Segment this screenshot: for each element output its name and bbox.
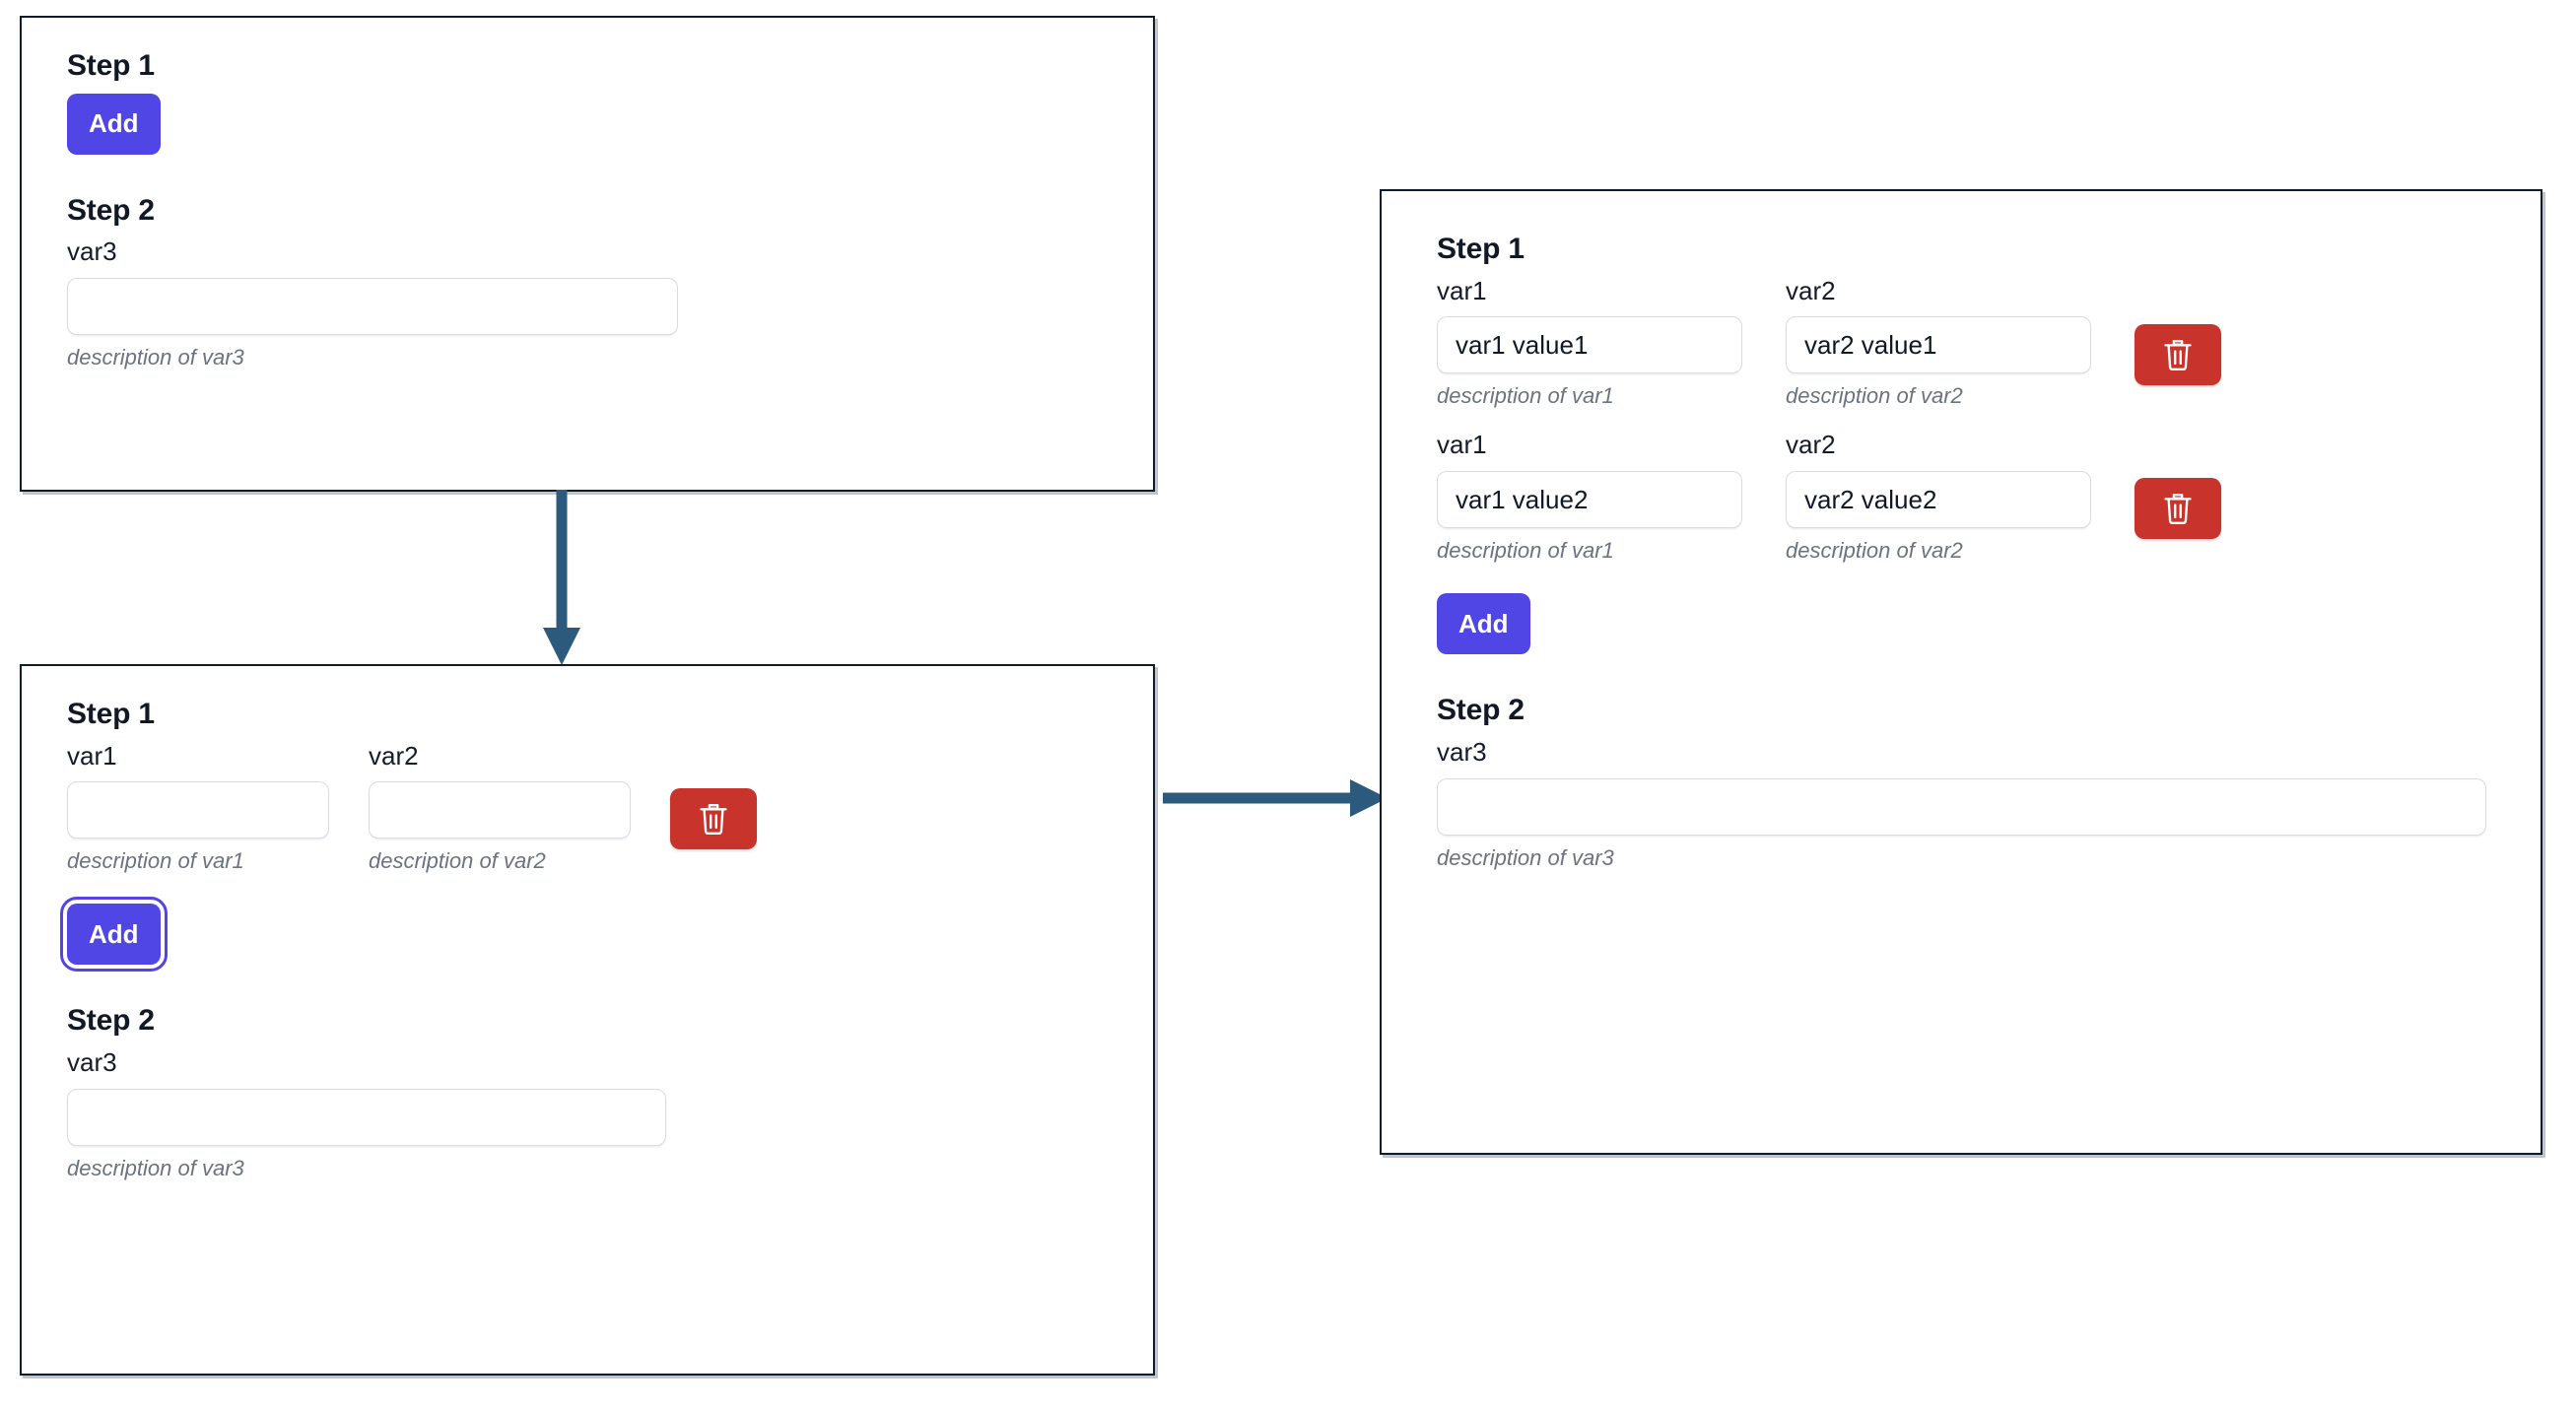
var1-field-group: var1 description of var1 xyxy=(1437,275,1742,410)
var2-input[interactable] xyxy=(369,781,631,840)
step2-heading: Step 2 xyxy=(67,1004,155,1038)
var2-field-group: var2 description of var2 xyxy=(369,740,631,875)
var1-label: var1 xyxy=(1437,430,1487,460)
var1-input[interactable] xyxy=(67,781,329,840)
step2-heading: Step 2 xyxy=(67,193,155,227)
var2-description: description of var2 xyxy=(1786,538,1963,564)
var2-label: var2 xyxy=(1786,275,1836,305)
var3-description: description of var3 xyxy=(1437,844,1614,870)
add-button[interactable]: Add xyxy=(67,93,161,155)
step1-heading: Step 1 xyxy=(67,49,155,82)
panel-two-rows-filled: Step 1 var1 description of var1 var2 des… xyxy=(1380,189,2542,1155)
var1-label: var1 xyxy=(67,740,117,771)
arrow-down-icon xyxy=(543,490,580,665)
var2-input[interactable] xyxy=(1786,316,2091,374)
variable-row: var1 description of var1 var2 descriptio… xyxy=(67,740,1108,875)
variable-row: var1 description of var1 var2 descriptio… xyxy=(1437,431,2485,564)
trash-icon xyxy=(700,803,727,835)
panel-initial-state: Step 1 Add Step 2 var3 description of va… xyxy=(20,16,1155,492)
delete-row-button[interactable] xyxy=(670,787,757,849)
arrow-right-icon xyxy=(1163,779,1388,817)
var1-field-group: var1 description of var1 xyxy=(67,740,329,875)
add-button[interactable]: Add xyxy=(1437,593,1530,655)
delete-row-button[interactable] xyxy=(2135,323,2221,385)
var2-field-group: var2 description of var2 xyxy=(1786,431,2091,564)
trash-icon xyxy=(2164,339,2192,370)
step2-heading: Step 2 xyxy=(1437,694,1525,727)
var3-description: description of var3 xyxy=(67,1155,244,1180)
var1-description: description of var1 xyxy=(1437,538,1614,564)
var2-description: description of var2 xyxy=(369,848,546,874)
var1-label: var1 xyxy=(1437,275,1487,305)
var2-label: var2 xyxy=(369,740,419,771)
var1-description: description of var1 xyxy=(1437,383,1614,409)
var3-input[interactable] xyxy=(67,277,678,335)
delete-row-button[interactable] xyxy=(2135,478,2221,540)
panel-one-row-added: Step 1 var1 description of var1 var2 des… xyxy=(20,664,1155,1376)
add-button[interactable]: Add xyxy=(60,897,168,973)
var2-field-group: var2 description of var2 xyxy=(1786,275,2091,410)
var3-description: description of var3 xyxy=(67,344,244,370)
var1-input[interactable] xyxy=(1437,471,1742,529)
var3-label: var3 xyxy=(67,1046,117,1077)
var3-label: var3 xyxy=(67,236,117,266)
trash-icon xyxy=(2164,494,2192,525)
variable-row: var1 description of var1 var2 descriptio… xyxy=(1437,275,2485,410)
var2-input[interactable] xyxy=(1786,471,2091,529)
var1-field-group: var1 description of var1 xyxy=(1437,431,1742,564)
var3-input[interactable] xyxy=(67,1088,666,1146)
var1-description: description of var1 xyxy=(67,848,244,874)
var3-input[interactable] xyxy=(1437,777,2486,836)
var2-label: var2 xyxy=(1786,430,1836,460)
var1-input[interactable] xyxy=(1437,316,1742,374)
var3-label: var3 xyxy=(1437,736,1487,767)
var2-description: description of var2 xyxy=(1786,383,1963,409)
step1-heading: Step 1 xyxy=(67,698,155,730)
step1-heading: Step 1 xyxy=(1437,233,1525,265)
